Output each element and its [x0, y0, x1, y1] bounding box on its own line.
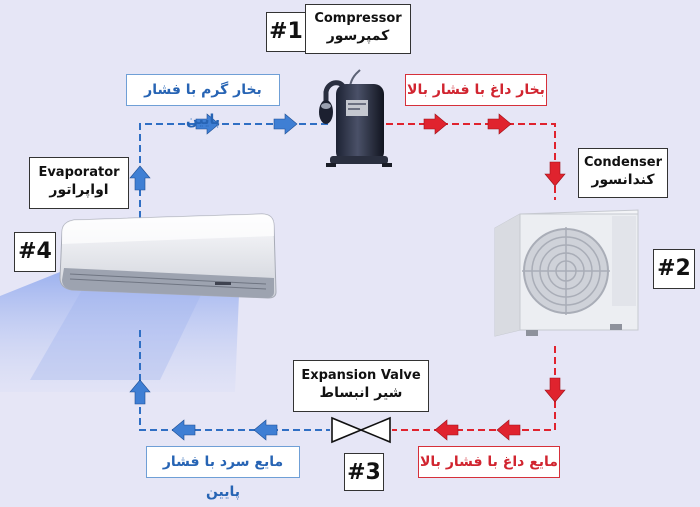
compressor-name-fa: کمپرسور [326, 28, 390, 44]
evaporator-name-fa: اواپراتور [49, 182, 109, 198]
condenser-name-fa: کندانسور [591, 172, 655, 188]
step-number-3: #3 [344, 453, 384, 491]
cold-air-flow [0, 270, 240, 392]
condenser-label: Condenser کندانسور [578, 148, 668, 198]
flow-label-low-pressure-cold-liquid: مایع سرد با فشار پایین [146, 446, 300, 500]
flow-label-low-pressure-warm-vapor: بخار گرم با فشار پایین [126, 74, 280, 128]
condenser-unit-icon [494, 209, 639, 337]
flow-label-high-pressure-hot-liquid: مایع داغ با فشار بالا [418, 446, 560, 478]
compressor-name-en: Compressor [314, 11, 402, 26]
cold-air-flow [30, 276, 210, 380]
condenser-name-en: Condenser [583, 155, 663, 170]
evaporator-name-en: Evaporator [38, 165, 120, 180]
evaporator-indoor-unit-icon [59, 213, 277, 299]
compressor-label: Compressor کمپرسور [305, 4, 411, 54]
expansion-valve-name-en: Expansion Valve [301, 368, 421, 383]
step-number-4: #4 [14, 232, 56, 272]
expansion-valve-icon [331, 416, 391, 444]
step-number-1: #1 [266, 12, 306, 52]
expansion-valve-name-fa: شیر انبساط [319, 385, 403, 401]
cold-flow-arrow [129, 113, 298, 441]
flow-label-high-pressure-hot-vapor: بخار داغ با فشار بالا [405, 74, 547, 106]
compressor-icon [319, 69, 392, 167]
hot-flow-arrow [423, 113, 566, 441]
evaporator-label: Evaporator اواپراتور [29, 157, 129, 209]
refrigeration-cycle-diagram [0, 69, 639, 444]
expansion-valve-label: Expansion Valve شیر انبساط [293, 360, 429, 412]
step-number-2: #2 [653, 249, 695, 289]
